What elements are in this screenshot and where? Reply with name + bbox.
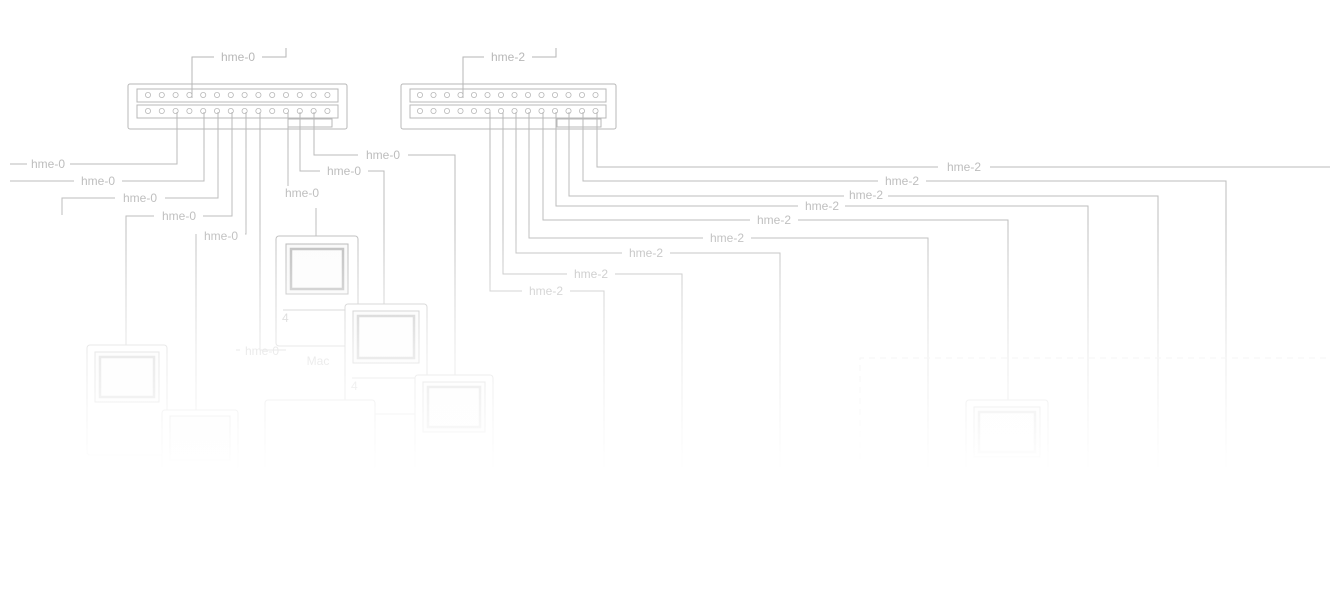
- switch-port: [525, 92, 532, 99]
- switch-port: [186, 108, 193, 115]
- switch-port: [579, 92, 586, 99]
- wire-label: hme-0: [245, 344, 279, 358]
- computer-label: Mac: [307, 354, 330, 368]
- wire-label: hme-2: [805, 199, 839, 213]
- wire-label: hme-2: [757, 213, 791, 227]
- switch-port: [200, 108, 207, 115]
- wire-label: hme-0: [327, 164, 361, 178]
- switch-port: [241, 92, 248, 99]
- switch-port: [538, 92, 545, 99]
- computer-4: [161, 409, 239, 471]
- wire-label: hme-2: [849, 188, 883, 202]
- switch-port: [269, 92, 276, 99]
- wire-label: hme-0: [123, 191, 157, 205]
- switch-port: [565, 92, 572, 99]
- switch-port: [497, 92, 504, 99]
- wire-label: hme-2: [529, 284, 563, 298]
- wire-label: hme-0: [204, 229, 238, 243]
- computer-3: [86, 344, 168, 456]
- wire-label: hme-2: [710, 231, 744, 245]
- switch-port: [525, 108, 532, 115]
- switch-port: [430, 108, 437, 115]
- wire-label: hme-2: [885, 174, 919, 188]
- switch-port: [186, 92, 193, 99]
- computer-7: [264, 399, 376, 471]
- wire-label: hme-0: [366, 148, 400, 162]
- switch-port: [324, 92, 331, 99]
- switch-port: [324, 108, 331, 115]
- uplink-label-hme-2: hme-2: [491, 50, 525, 64]
- switch-port: [213, 108, 220, 115]
- remote-subnet-outline: [859, 357, 1330, 470]
- switch-port: [213, 92, 220, 99]
- svg-text:4: 4: [351, 379, 358, 393]
- wire-label: hme-2: [574, 267, 608, 281]
- switch-port: [457, 92, 464, 99]
- switch-port: [579, 108, 586, 115]
- switch-port: [484, 108, 491, 115]
- switch-port: [430, 92, 437, 99]
- switch-port: [269, 108, 276, 115]
- switch-port: [227, 92, 234, 99]
- wire-label: hme-2: [947, 160, 981, 174]
- right-wires: [489, 112, 1330, 470]
- switch-port: [470, 92, 477, 99]
- switch-port: [200, 92, 207, 99]
- switch-port: [144, 92, 151, 99]
- switch-port: [144, 108, 151, 115]
- switch-port: [552, 92, 559, 99]
- switch-port: [443, 108, 450, 115]
- switch-port: [457, 108, 464, 115]
- svg-text:4: 4: [282, 311, 289, 325]
- switch-port: [227, 108, 234, 115]
- wire-label: hme-0: [31, 157, 65, 171]
- switch-port: [552, 108, 559, 115]
- switch-port: [172, 92, 179, 99]
- switch-port: [484, 92, 491, 99]
- computer-5: [414, 374, 494, 471]
- switch-port: [443, 92, 450, 99]
- switch-port: [296, 92, 303, 99]
- switch-hme-2: [400, 83, 617, 130]
- switch-port: [282, 92, 289, 99]
- switch-port: [416, 92, 423, 99]
- switch-port: [158, 92, 165, 99]
- computer-6: [965, 399, 1049, 471]
- switch-port: [592, 92, 599, 99]
- wire-label: hme-0: [81, 174, 115, 188]
- switch-port: [255, 92, 262, 99]
- switch-port: [511, 92, 518, 99]
- switch-port: [310, 92, 317, 99]
- wire-label: hme-0: [162, 209, 196, 223]
- wire-label: hme-0: [285, 186, 319, 200]
- switch-port: [470, 108, 477, 115]
- uplink-label-hme-0: hme-0: [221, 50, 255, 64]
- wire-label: hme-2: [629, 246, 663, 260]
- switch-port: [416, 108, 423, 115]
- switch-port: [158, 108, 165, 115]
